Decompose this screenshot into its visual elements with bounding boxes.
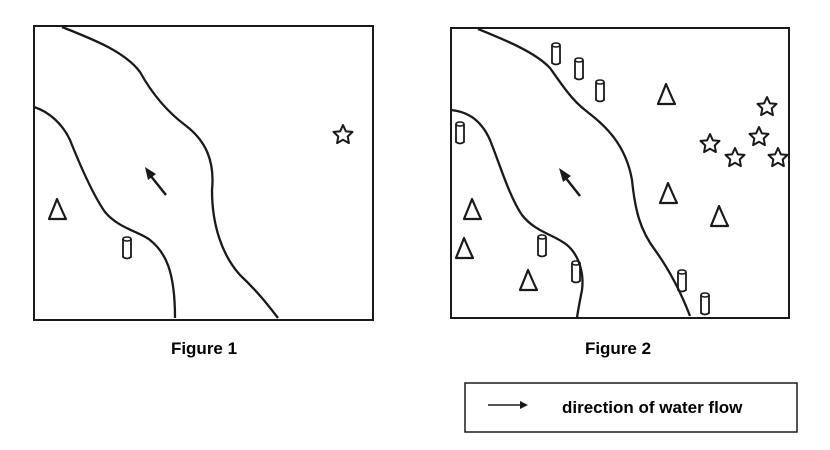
cylinder-icon <box>595 79 605 103</box>
triangle-icon <box>454 236 475 260</box>
figure-2-riverbank-lower <box>450 108 584 319</box>
figure-2-frame <box>450 27 790 319</box>
figure-1-flow-arrow <box>145 167 167 196</box>
cylinder-icon <box>571 260 581 284</box>
figure-1-riverbank-upper <box>61 25 279 319</box>
cylinder-icon <box>677 269 687 293</box>
star-icon <box>699 133 721 154</box>
triangle-icon <box>47 197 68 221</box>
triangle-icon <box>658 181 679 205</box>
star-icon <box>748 126 770 147</box>
triangle-icon <box>462 197 483 221</box>
figure-2-flow-arrow <box>559 168 581 197</box>
figure-1-caption: Figure 1 <box>171 339 237 358</box>
figure-1-frame <box>33 25 374 321</box>
cylinder-icon <box>574 57 584 81</box>
figure-1-riverbank-lower <box>33 105 177 319</box>
legend-box: direction of water flow <box>464 382 798 433</box>
triangle-icon <box>656 82 677 106</box>
triangle-icon <box>518 268 539 292</box>
cylinder-icon <box>455 121 465 145</box>
star-icon <box>756 96 778 117</box>
star-icon <box>767 147 789 168</box>
figure-2-caption: Figure 2 <box>585 339 651 358</box>
figure-2 <box>450 27 790 319</box>
cylinder-icon <box>700 292 710 316</box>
triangle-icon <box>709 204 730 228</box>
figure-1 <box>33 25 374 321</box>
cylinder-icon <box>551 42 561 66</box>
arrow-right-icon <box>488 401 528 409</box>
cylinder-icon <box>122 236 132 260</box>
star-icon <box>724 147 746 168</box>
cylinder-icon <box>537 234 547 258</box>
legend-label: direction of water flow <box>562 398 743 417</box>
star-icon <box>332 124 354 145</box>
figure-2-riverbank-upper <box>477 27 692 317</box>
